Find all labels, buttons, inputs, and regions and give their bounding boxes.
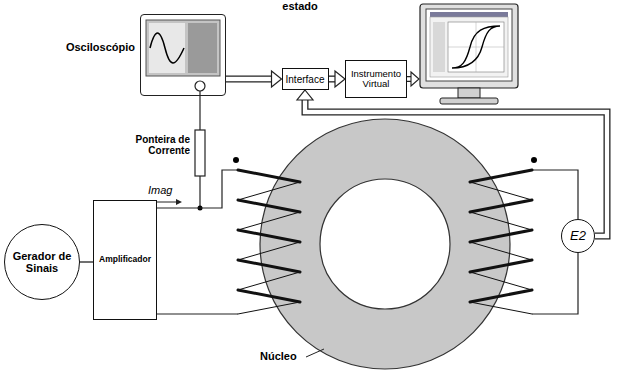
current-arrowhead — [176, 199, 182, 205]
hysteresis-loop — [452, 26, 500, 68]
node-text: Gerador de Sinais — [12, 250, 72, 274]
caption-fragment: estado — [270, 0, 330, 12]
winding-turn — [470, 272, 532, 290]
winding-turn — [238, 200, 300, 212]
window-titlebar — [430, 12, 508, 17]
polarity-dot — [233, 157, 239, 163]
winding-turn — [470, 230, 532, 242]
winding-turn — [470, 182, 532, 200]
interface-box: Interface — [282, 68, 329, 90]
winding-turn — [470, 290, 532, 302]
arrowhead — [297, 90, 313, 100]
winding-turn — [238, 182, 300, 200]
oscilloscope: Osciloscópio — [140, 14, 226, 96]
scope-trace-area — [149, 23, 185, 73]
secondary-wire-bottom — [532, 253, 578, 314]
node-text: Amplificador — [99, 255, 151, 264]
voltmeter-symbol: E2 — [561, 219, 595, 253]
scope-probe-socket — [195, 81, 205, 91]
arrowhead — [335, 71, 345, 87]
side-panel — [433, 22, 445, 72]
windings — [238, 170, 532, 314]
probe-lead — [199, 176, 200, 208]
arrowhead — [272, 71, 282, 87]
secondary-wire-top — [532, 170, 578, 219]
winding-turn — [238, 290, 300, 302]
winding-turn — [470, 170, 532, 182]
winding-turn — [470, 200, 532, 212]
arrow-shaft-outline — [226, 76, 273, 83]
virtual-instrument-box: Instrumento Virtual — [345, 60, 407, 98]
monitor-frame — [420, 4, 518, 88]
node-text: Interface — [286, 74, 325, 85]
window-body — [430, 17, 508, 77]
signal-generator: Gerador de Sinais — [4, 224, 80, 300]
primary-wire-bottom — [157, 313, 238, 314]
scope-screen — [146, 20, 220, 76]
hollow-arrow — [226, 71, 282, 87]
chart-axis — [448, 47, 504, 48]
monitor-screen — [426, 9, 512, 81]
winding-turn — [238, 230, 300, 242]
winding-turn — [238, 272, 300, 290]
arrow-shaft-inner — [305, 99, 607, 236]
winding-turn — [470, 302, 532, 314]
winding-turn — [238, 302, 300, 314]
arrow-shaft-inner — [226, 77, 273, 81]
leader-line — [306, 349, 324, 357]
sine-trace — [150, 33, 184, 63]
winding-turn — [470, 212, 532, 230]
scope-panel — [188, 23, 217, 73]
signal-wire — [80, 262, 93, 263]
chart-area — [448, 22, 504, 72]
winding-turn — [470, 242, 532, 260]
winding-turn — [470, 260, 532, 272]
wire-path — [80, 261, 93, 262]
core-label: Núcleo — [260, 350, 306, 362]
monitor-base — [440, 98, 498, 104]
monitor-neck — [458, 88, 480, 98]
probe-label: Ponteira de Corrente — [122, 134, 190, 156]
probe-cable — [199, 91, 200, 130]
amplifier-box: Amplificador — [93, 200, 157, 320]
hollow-arrow — [297, 90, 607, 236]
node-text: Instrumento Virtual — [346, 69, 406, 90]
arrow-shaft-outline — [305, 99, 607, 236]
hollow-arrow — [329, 71, 346, 87]
polarity-dot — [531, 157, 537, 163]
current-label: Imag — [148, 184, 188, 196]
toroid-core — [260, 119, 510, 369]
winding-turn — [238, 242, 300, 260]
current-probe — [195, 130, 205, 176]
output-arrowhead — [411, 72, 419, 86]
winding-turn — [238, 170, 300, 182]
node-text: E2 — [570, 229, 586, 243]
winding-turn — [238, 260, 300, 272]
device-heading: Osciloscópio — [66, 41, 135, 53]
winding-turn — [238, 212, 300, 230]
